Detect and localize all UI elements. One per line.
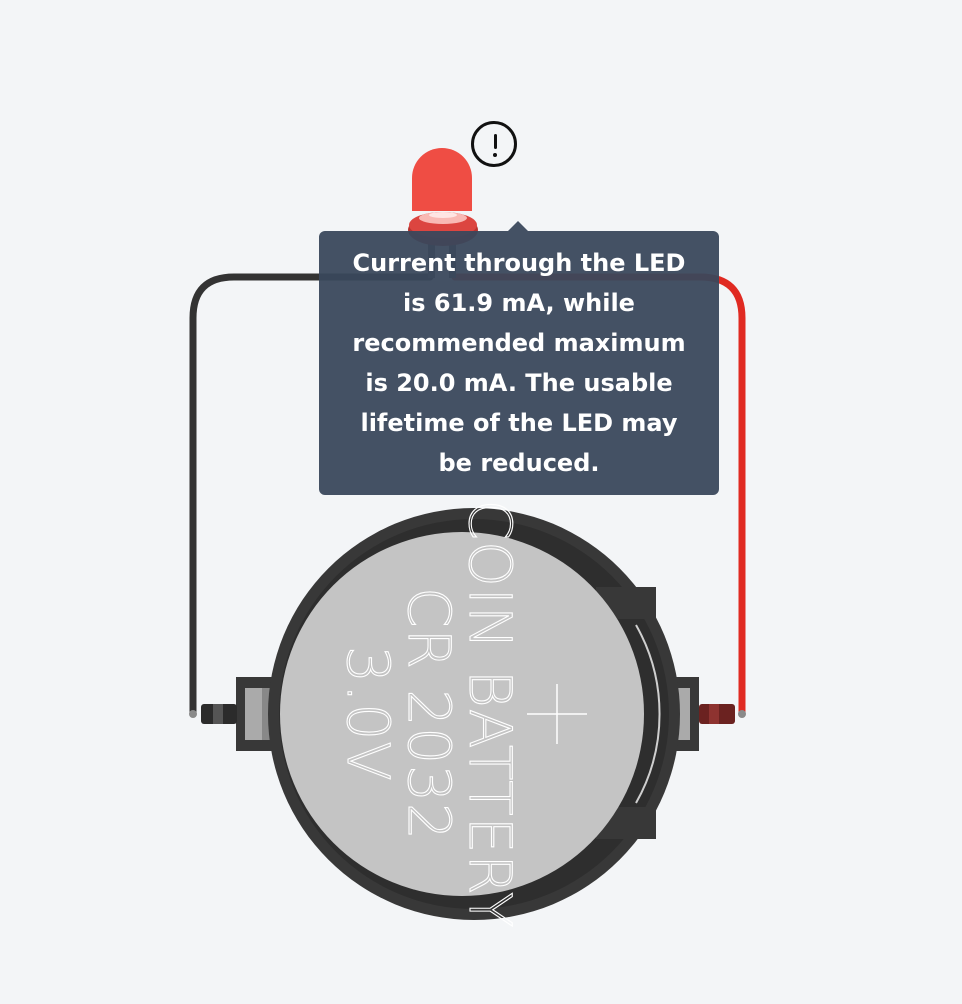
warning-message: Current through the LED is 61.9 mA, whil… [352,249,686,477]
battery-label-line3: 3.0V [334,646,402,782]
tooltip-arrow [508,221,528,231]
battery-label-line1: COIN BATTERY [456,500,524,929]
battery-label: COIN BATTERY CR 2032 3.0V [333,499,524,929]
exclamation-bar [493,134,497,149]
wire-red-end [738,710,746,718]
exclamation-circle-icon[interactable] [471,121,517,167]
wire-black[interactable] [189,273,434,718]
battery-positive-mark [527,684,587,744]
battery-label-line2: CR 2032 [395,587,463,841]
coin-cell [201,532,735,896]
exclamation-dot [493,153,497,157]
warning-tooltip: Current through the LED is 61.9 mA, whil… [319,231,719,495]
wire-black-end [189,710,197,718]
